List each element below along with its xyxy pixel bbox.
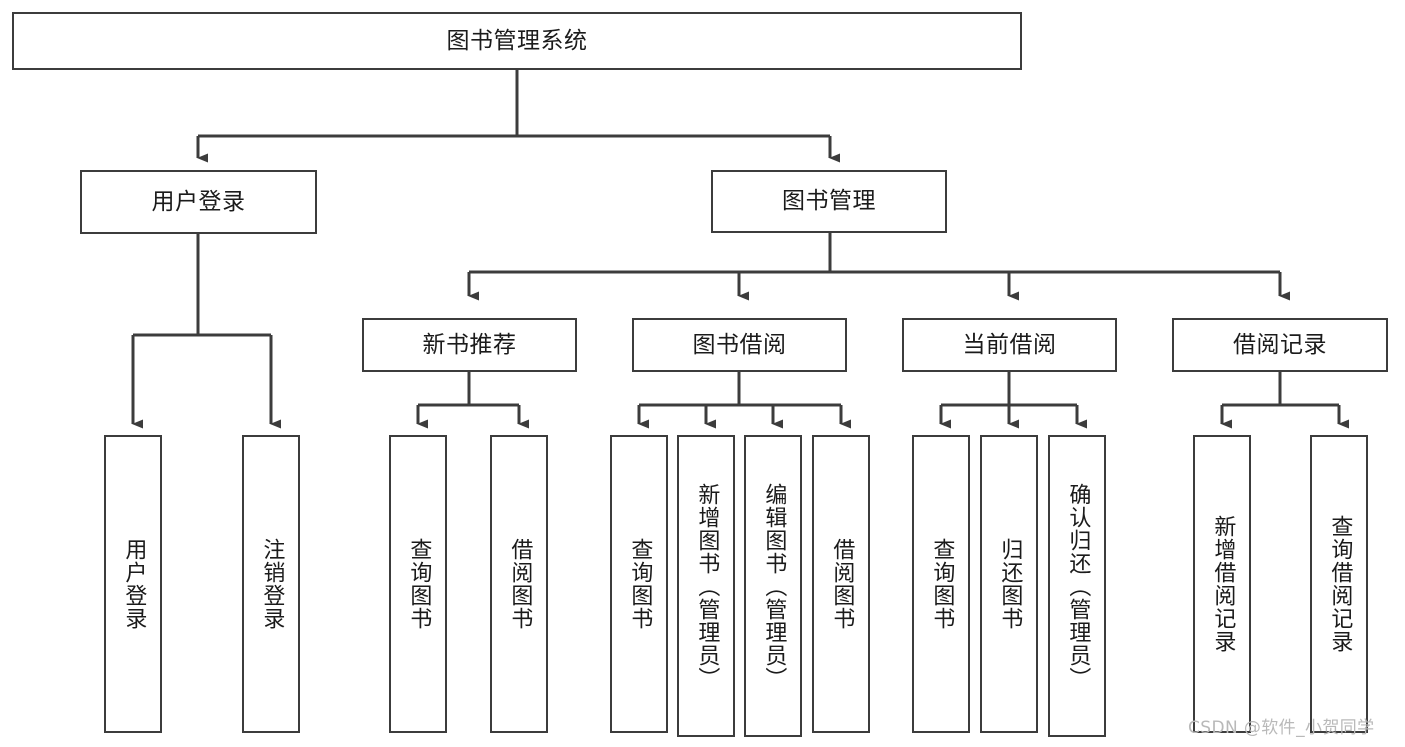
- node-label: 注销登录: [259, 538, 285, 630]
- node-label: 新增图书（管理员）: [694, 482, 720, 690]
- node-label: 查询图书: [406, 538, 432, 630]
- node-label: 用户登录: [151, 188, 246, 215]
- node-label: 查询图书: [929, 538, 955, 630]
- node-book-management[interactable]: 图书管理: [711, 170, 947, 233]
- node-label: 借阅图书: [507, 538, 533, 630]
- node-label: 查询图书: [627, 538, 653, 630]
- node-label: 新增借阅记录: [1210, 515, 1236, 653]
- leaf-query-borrow-record[interactable]: 查询借阅记录: [1310, 435, 1368, 733]
- node-label: 编辑图书（管理员）: [761, 482, 787, 690]
- node-root-book-management-system[interactable]: 图书管理系统: [12, 12, 1022, 70]
- leaf-query-book-recommend[interactable]: 查询图书: [389, 435, 447, 733]
- node-label: 图书管理系统: [446, 27, 588, 54]
- leaf-borrow-book-recommend[interactable]: 借阅图书: [490, 435, 548, 733]
- node-current-borrow[interactable]: 当前借阅: [902, 318, 1117, 372]
- leaf-edit-book-admin[interactable]: 编辑图书（管理员）: [744, 435, 802, 737]
- node-label: 确认归还（管理员）: [1065, 482, 1091, 690]
- node-label: 用户登录: [121, 538, 147, 630]
- node-label: 新书推荐: [422, 331, 517, 358]
- node-label: 图书借阅: [692, 331, 787, 358]
- leaf-return-book[interactable]: 归还图书: [980, 435, 1038, 733]
- node-book-borrow[interactable]: 图书借阅: [632, 318, 847, 372]
- leaf-confirm-return-admin[interactable]: 确认归还（管理员）: [1048, 435, 1106, 737]
- node-label: 借阅记录: [1233, 331, 1327, 358]
- watermark-text: CSDN @软件_小贺同学: [1188, 718, 1375, 738]
- leaf-user-login[interactable]: 用户登录: [104, 435, 162, 733]
- node-label: 查询借阅记录: [1327, 515, 1353, 653]
- node-label: 归还图书: [997, 538, 1023, 630]
- leaf-query-book-borrow[interactable]: 查询图书: [610, 435, 668, 733]
- node-borrow-record[interactable]: 借阅记录: [1172, 318, 1388, 372]
- node-user-login[interactable]: 用户登录: [80, 170, 317, 234]
- leaf-borrow-book[interactable]: 借阅图书: [812, 435, 870, 733]
- leaf-query-book-current[interactable]: 查询图书: [912, 435, 970, 733]
- node-label: 当前借阅: [962, 331, 1057, 358]
- leaf-logout[interactable]: 注销登录: [242, 435, 300, 733]
- leaf-add-book-admin[interactable]: 新增图书（管理员）: [677, 435, 735, 737]
- leaf-add-borrow-record[interactable]: 新增借阅记录: [1193, 435, 1251, 733]
- node-label: 借阅图书: [829, 538, 855, 630]
- node-label: 图书管理: [782, 188, 876, 215]
- node-new-book-recommend[interactable]: 新书推荐: [362, 318, 577, 372]
